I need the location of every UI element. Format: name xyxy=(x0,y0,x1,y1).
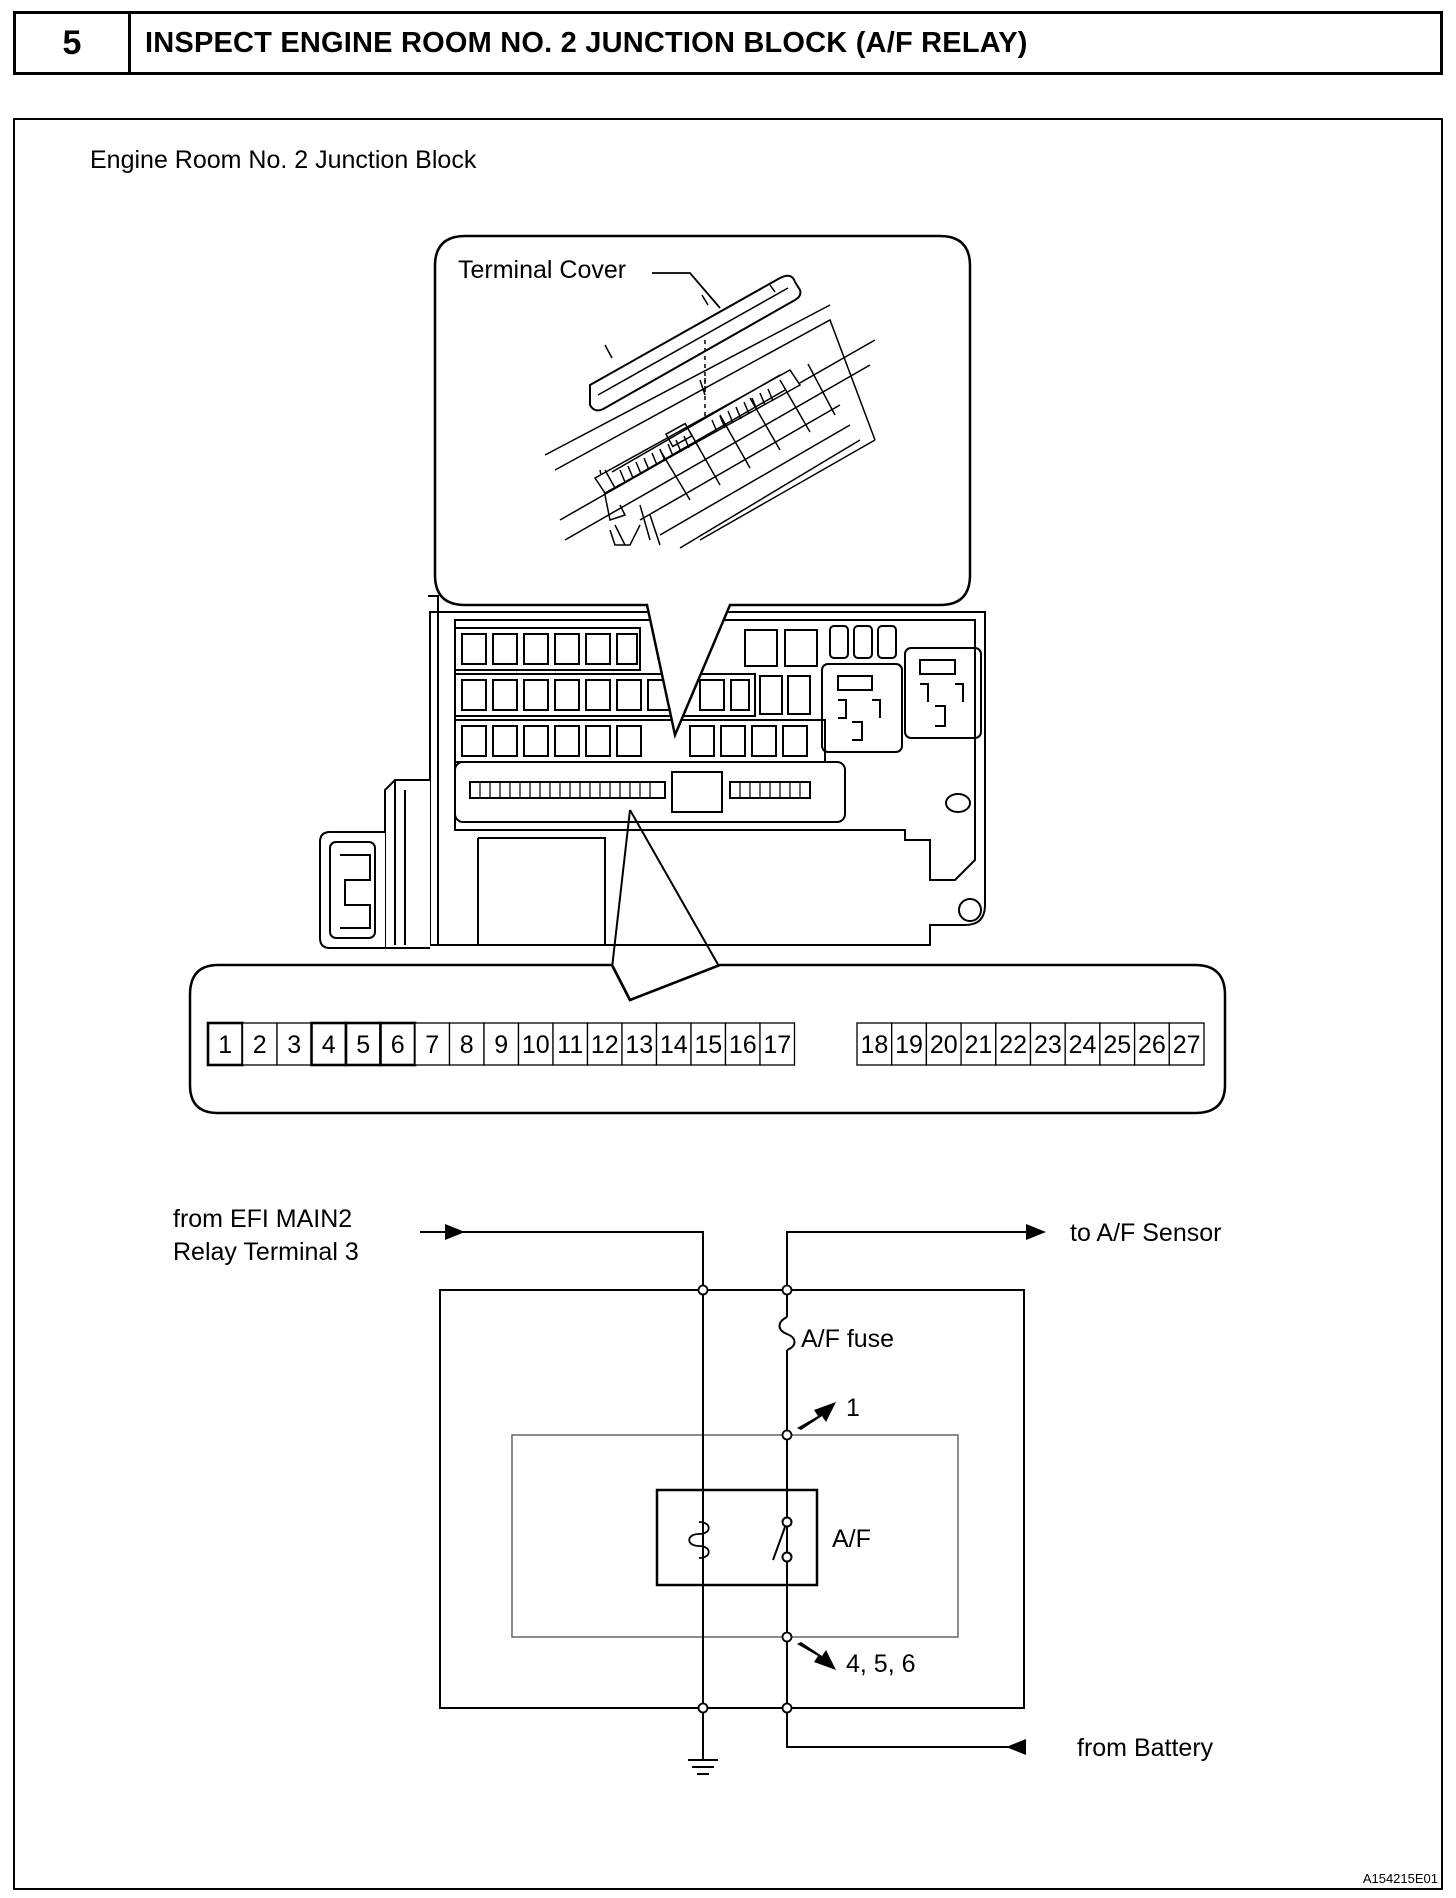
relay-schematic xyxy=(420,1224,1046,1775)
terminal-cell-24 xyxy=(1064,1022,1101,1066)
terminal-number-4: 4 xyxy=(322,1031,336,1059)
battery-wire xyxy=(786,1350,1020,1748)
terminal-number-26: 26 xyxy=(1138,1031,1166,1059)
terminal-number-14: 14 xyxy=(660,1031,688,1059)
wire-nodes xyxy=(697,1284,793,1714)
from-efi-label-line1: from EFI MAIN2 xyxy=(173,1205,352,1233)
from-battery-label: from Battery xyxy=(1077,1734,1214,1762)
relay-label: A/F xyxy=(832,1525,871,1553)
to-af-sensor-label: to A/F Sensor xyxy=(1070,1219,1221,1247)
af-sensor-arrow-icon xyxy=(1026,1224,1046,1240)
relay-coil xyxy=(688,1521,710,1559)
terminal-number-23: 23 xyxy=(1034,1031,1062,1059)
switch-contact-top xyxy=(781,1516,793,1528)
fuse-label: A/F fuse xyxy=(801,1325,894,1353)
af-sensor-wire xyxy=(786,1231,1038,1317)
switch-contact-bottom xyxy=(781,1551,793,1563)
terminal-cell-20 xyxy=(925,1022,962,1066)
figure-panel xyxy=(13,118,1443,1890)
fuse-row-3 xyxy=(461,725,808,757)
terminal-number-13: 13 xyxy=(625,1031,653,1059)
step-header: 5 INSPECT ENGINE ROOM NO. 2 JUNCTION BLO… xyxy=(13,11,1443,75)
junction-block-outline xyxy=(439,1289,1025,1709)
terminal-cell-3 xyxy=(276,1022,313,1066)
terminal-456-pointer-icon xyxy=(797,1642,836,1670)
terminal-cell-8 xyxy=(448,1022,485,1066)
step-number: 5 xyxy=(16,14,131,72)
terminal-cell-2 xyxy=(241,1022,278,1066)
terminal-cell-1 xyxy=(206,1021,244,1067)
terminal-number-12: 12 xyxy=(591,1031,619,1059)
terminal-cell-22 xyxy=(995,1022,1032,1066)
junction-block-drawing xyxy=(319,595,986,969)
terminal-cell-15 xyxy=(690,1022,727,1066)
zoom-bubble: Terminal Cover xyxy=(433,234,972,740)
terminal-cell-27 xyxy=(1168,1022,1205,1066)
from-efi-label-line2: Relay Terminal 3 xyxy=(173,1238,359,1266)
terminal-number-2: 2 xyxy=(253,1031,267,1059)
battery-arrow-icon xyxy=(1006,1739,1026,1755)
terminal-cell-13 xyxy=(621,1022,658,1066)
terminal-number-22: 22 xyxy=(999,1031,1027,1059)
terminal-cover-leader xyxy=(652,272,721,309)
relay-sockets xyxy=(821,647,982,753)
terminal-number-25: 25 xyxy=(1103,1031,1131,1059)
connector-slots xyxy=(454,761,846,823)
terminal-cell-16 xyxy=(724,1022,761,1066)
terminal-number-16: 16 xyxy=(729,1031,757,1059)
relay-area-outline xyxy=(511,1434,959,1638)
terminal-cover-label: Terminal Cover xyxy=(458,256,626,284)
terminal-456-label: 4, 5, 6 xyxy=(846,1650,916,1678)
terminal-number-6: 6 xyxy=(391,1031,405,1059)
figure-id: A154215E01 xyxy=(1363,1871,1438,1886)
terminal-number-11: 11 xyxy=(557,1031,583,1059)
ground-symbol xyxy=(688,1759,718,1775)
terminal-number-8: 8 xyxy=(460,1031,474,1059)
terminal-number-20: 20 xyxy=(930,1031,958,1059)
terminal-number-24: 24 xyxy=(1069,1031,1097,1059)
terminal-number-18: 18 xyxy=(860,1031,888,1059)
switch-blade xyxy=(772,1526,786,1561)
efi-arrow-icon xyxy=(445,1224,465,1240)
terminal-number-27: 27 xyxy=(1173,1031,1201,1059)
terminal-number-10: 10 xyxy=(522,1031,550,1059)
terminal-cell-21 xyxy=(960,1022,997,1066)
step-title: INSPECT ENGINE ROOM NO. 2 JUNCTION BLOCK… xyxy=(145,26,1028,59)
terminal-number-3: 3 xyxy=(287,1031,301,1059)
terminal-cell-17 xyxy=(759,1022,796,1066)
terminal-number-19: 19 xyxy=(895,1031,923,1059)
terminal-number-7: 7 xyxy=(425,1031,439,1059)
fuse-symbol xyxy=(778,1316,796,1351)
terminal-1-label: 1 xyxy=(846,1394,860,1422)
terminal-cell-12 xyxy=(586,1022,623,1066)
terminal-number-15: 15 xyxy=(694,1031,722,1059)
terminal-cell-23 xyxy=(1029,1022,1066,1066)
terminal-number-9: 9 xyxy=(494,1031,508,1059)
terminal-1-pointer-icon xyxy=(797,1402,836,1430)
terminal-number-5: 5 xyxy=(356,1031,370,1059)
fuse-row-2 xyxy=(461,675,811,715)
fuse-row-1 xyxy=(461,633,638,665)
terminal-number-17: 17 xyxy=(763,1031,791,1059)
figure-caption: Engine Room No. 2 Junction Block xyxy=(90,146,477,174)
relay-box xyxy=(655,1488,819,1587)
terminal-cell-26 xyxy=(1133,1022,1170,1066)
terminal-number-1: 1 xyxy=(218,1031,232,1059)
efi-wire xyxy=(420,1231,704,1760)
terminal-number-21: 21 xyxy=(965,1031,993,1059)
terminal-cell-19 xyxy=(891,1022,928,1066)
junction-closeup xyxy=(544,274,876,549)
terminal-cell-14 xyxy=(655,1022,692,1066)
